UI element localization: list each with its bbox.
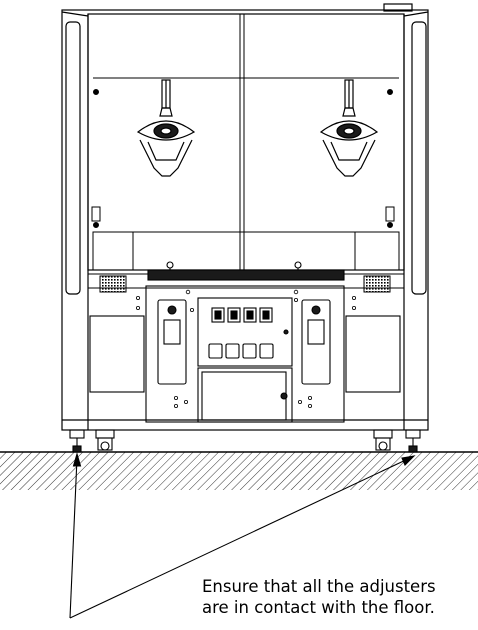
adjuster-foot-icon-right bbox=[405, 429, 421, 453]
switch-row-upper bbox=[211, 307, 273, 323]
cabinet-body bbox=[61, 3, 429, 431]
screws bbox=[135, 289, 356, 408]
instruction-text-line1: Ensure that all the adjusters bbox=[202, 577, 436, 596]
switch-row-lower bbox=[208, 343, 274, 359]
speaker-grille-icon-left bbox=[99, 275, 127, 293]
claw-icon-right bbox=[319, 79, 379, 177]
leader-arrows bbox=[69, 452, 416, 619]
caster-wheel-icon-left bbox=[95, 429, 115, 451]
control-deck bbox=[88, 261, 404, 289]
lower-cabinet bbox=[89, 285, 401, 423]
caster-wheel-icon-right bbox=[373, 429, 393, 451]
claw-icon-left bbox=[136, 79, 196, 177]
adjuster-foot-icon-left bbox=[69, 429, 85, 453]
speaker-grille-icon-right bbox=[363, 275, 391, 293]
play-field bbox=[91, 14, 400, 271]
instruction-text-line2: are in contact with the floor. bbox=[202, 598, 435, 617]
